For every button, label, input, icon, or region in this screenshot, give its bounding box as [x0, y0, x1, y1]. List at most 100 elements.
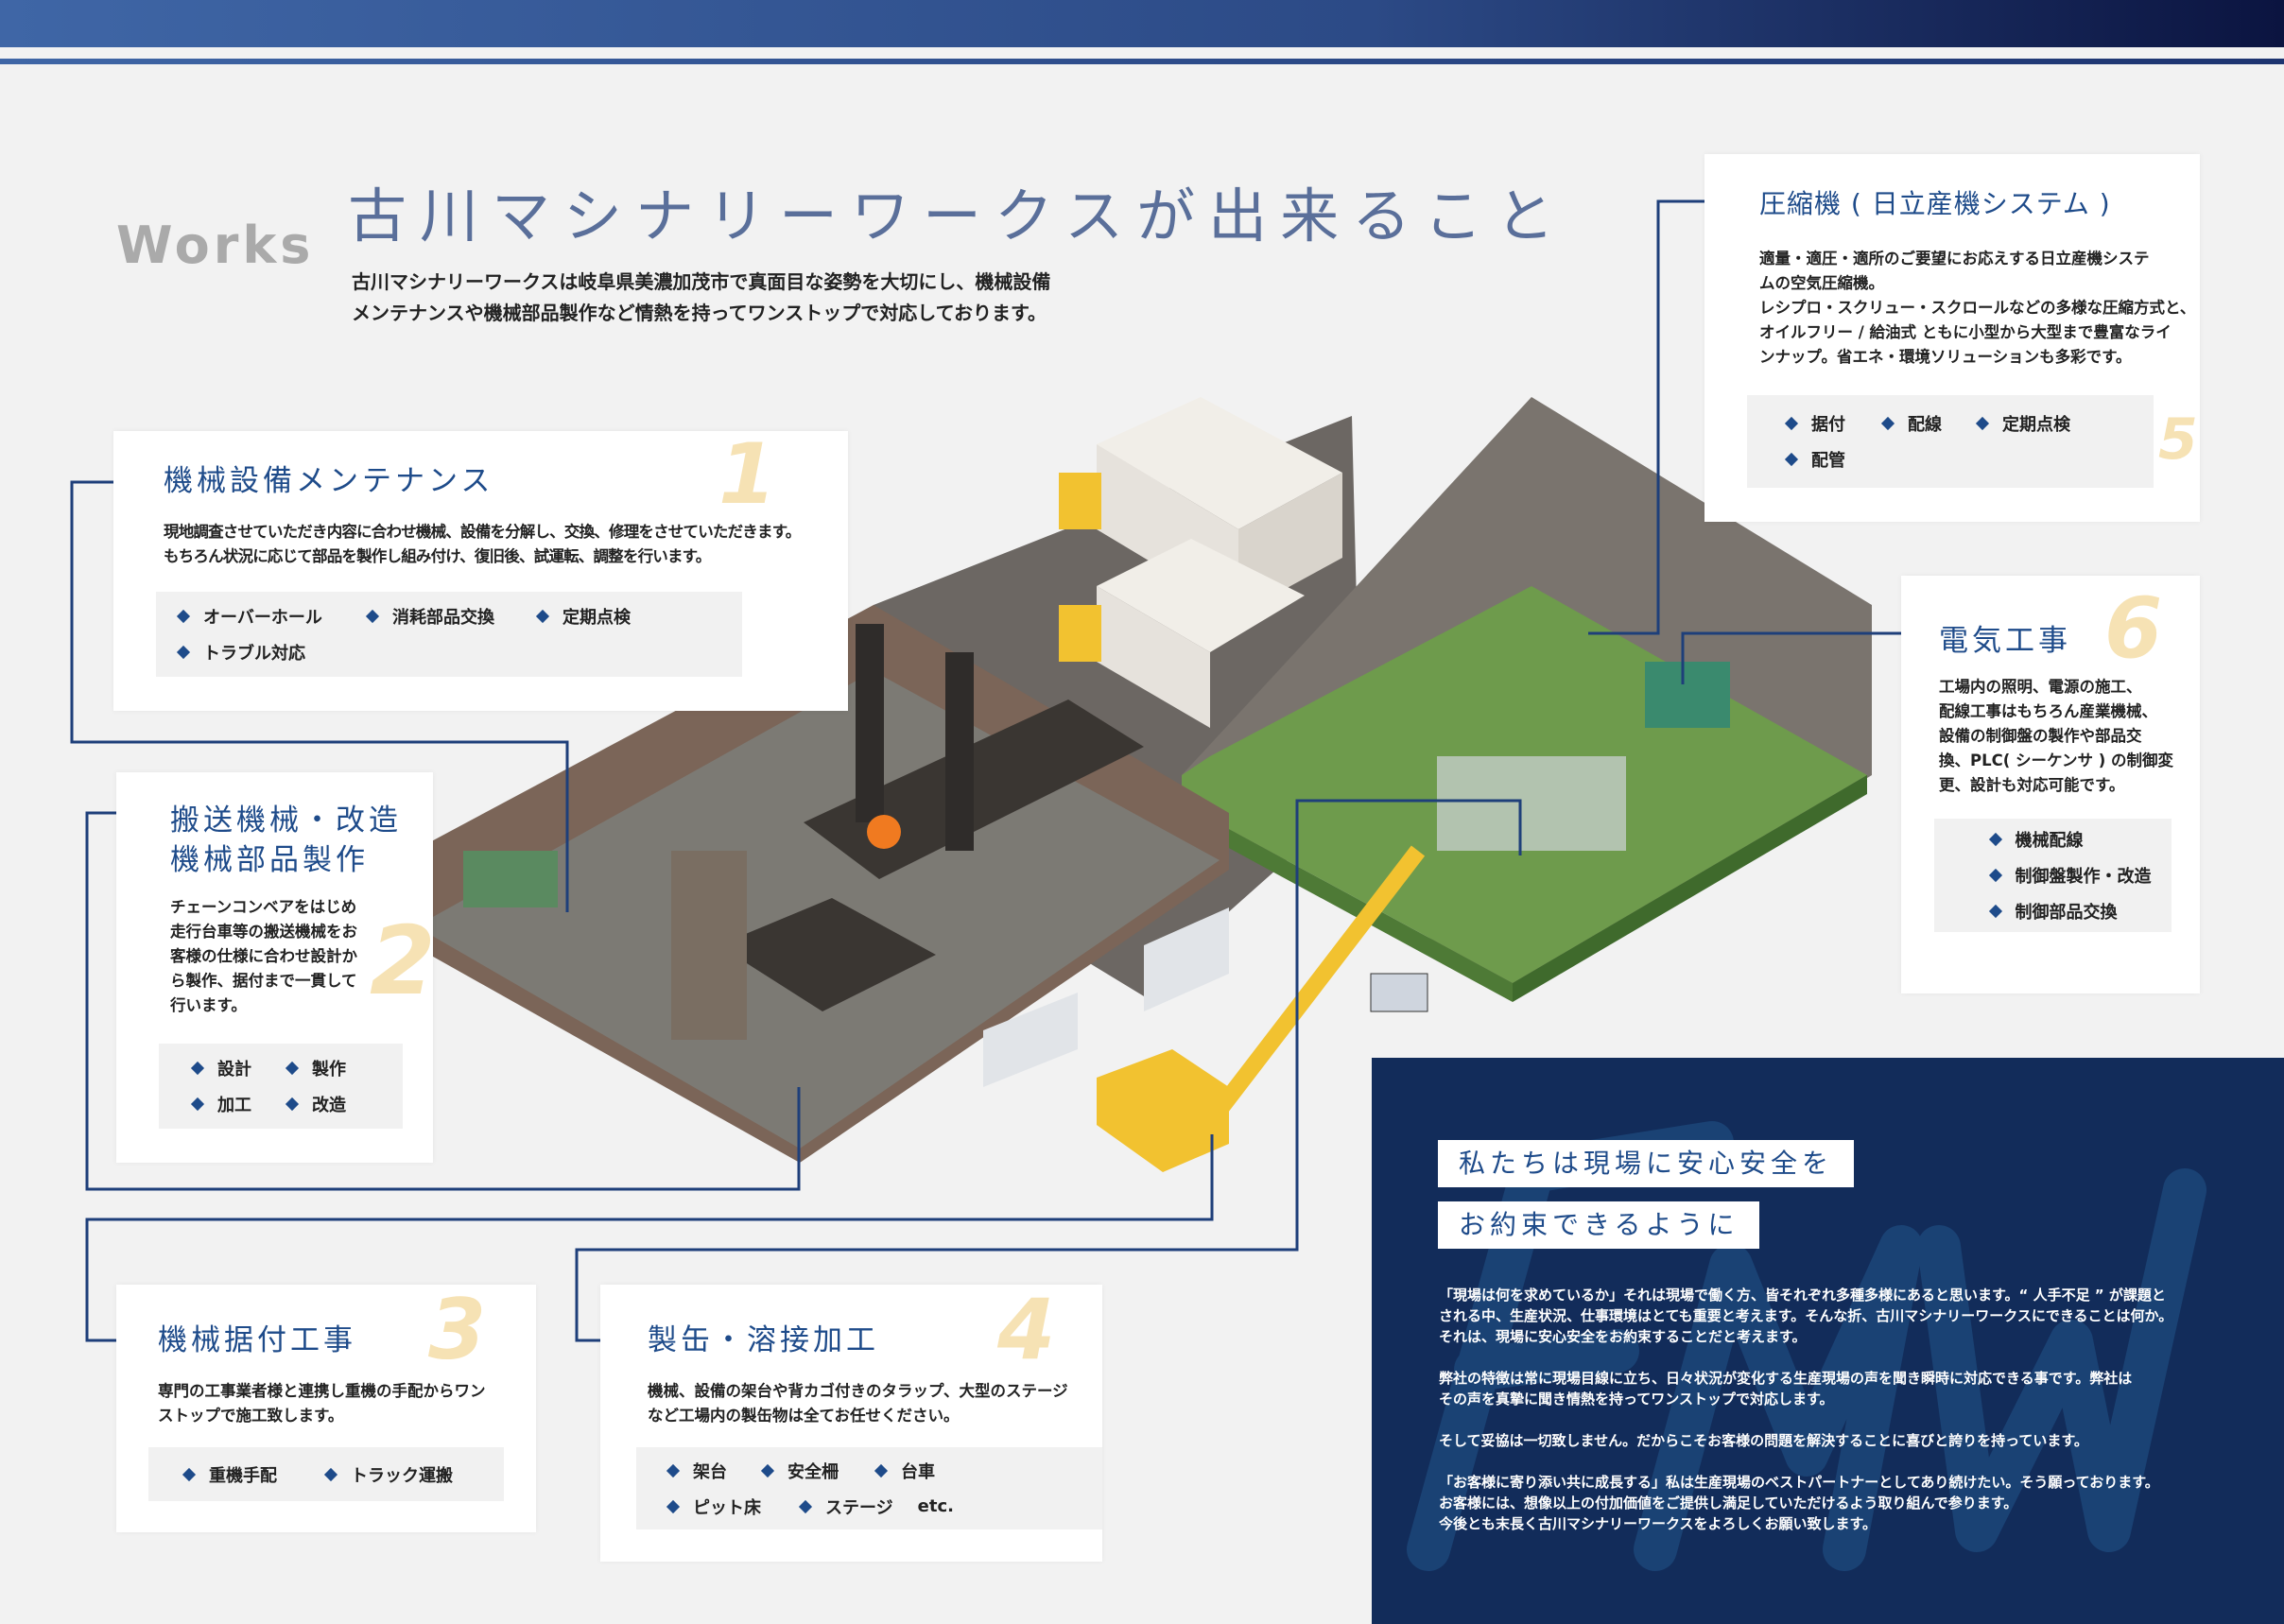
crane-boom: [1193, 845, 1426, 1140]
diamond-icon: [1784, 416, 1799, 431]
diamond-icon: [285, 1097, 300, 1112]
message-panel: 私たちは現場に安心安全を お約束できるように 「現場は何を求めているか」それは現…: [1372, 1058, 2284, 1624]
rail-track: [718, 898, 936, 1011]
tag: 製作: [312, 1060, 346, 1080]
truck-box: [1097, 586, 1210, 728]
tag: 台車: [901, 1461, 935, 1482]
card-number: 4: [997, 1281, 1056, 1378]
crane-truck: [1097, 1049, 1229, 1172]
lead-line: メンテナンスや機械部品製作など情熱を持ってワンストップで対応しております。: [352, 302, 1047, 324]
tag: ステージ: [825, 1497, 893, 1518]
tag: トラブル対応: [203, 644, 305, 664]
tag: 重機手配: [209, 1465, 277, 1486]
card-desc: 配線工事はもちろん産業機械、: [1939, 702, 2157, 720]
message-line: 「お客様に寄り添い共に成長する」私は生産現場のベストパートナーとしてあり続けたい…: [1439, 1474, 2159, 1491]
card-desc: 更、設計も対応可能です。: [1939, 776, 2125, 794]
card-desc: チェーンコンベアをはじめ: [170, 898, 357, 916]
diamond-icon: [760, 1463, 775, 1477]
card-desc: など工場内の製缶物は全てお任せください。: [648, 1407, 960, 1425]
tag-list: 機械配線 制御盤製作・改造 制御部品交換: [1934, 819, 2172, 932]
page-lead: 古川マシナリーワークスは岐阜県美濃加茂市で真面目な姿勢を大切にし、機械設備 メン…: [352, 267, 1050, 329]
card-title: 機械部品製作: [170, 843, 369, 877]
service-card-installation: 3 機械据付工事 専門の工事業者様と連携し重機の手配からワン ストップで施工致し…: [116, 1285, 536, 1532]
tag-list: 設計 製作 加工 改造: [159, 1044, 403, 1129]
lead-line: 古川マシナリーワークスは岐阜県美濃加茂市で真面目な姿勢を大切にし、機械設備: [352, 270, 1051, 293]
message-line: 弊社の特徴は常に現場目線に立ち、日々状況が変化する生産現場の声を聞き瞬時に対応で…: [1439, 1370, 2133, 1387]
message-body: 「現場は何を求めているか」それは現場で働く方、皆それぞれ多種多様にあると思います…: [1439, 1285, 2271, 1555]
diamond-icon: [365, 609, 380, 624]
tag: 消耗部品交換: [392, 608, 494, 628]
card-desc: ムの空気圧縮機。: [1759, 274, 1884, 292]
diamond-icon: [1784, 452, 1799, 467]
tag: 据付: [1811, 415, 1845, 435]
service-card-welding: 4 製缶・溶接加工 機械、設備の架台や背カゴ付きのタラップ、大型のステージ など…: [600, 1285, 1102, 1562]
tag: 設計: [217, 1060, 251, 1080]
card-desc: レシプロ・スクリュー・スクロールなどの多様な圧縮方式と、: [1759, 299, 2196, 317]
diamond-icon: [666, 1499, 681, 1513]
steel-stage: [1437, 756, 1626, 851]
floor-edge: [1513, 775, 1867, 1002]
chimney: [856, 624, 884, 822]
card-desc: 専門の工事業者様と連携し重機の手配からワン: [158, 1382, 486, 1400]
card-desc: 設備の制御盤の製作や部品交: [1939, 727, 2142, 745]
diamond-icon: [176, 645, 191, 660]
lathe: [463, 851, 558, 907]
card-number: 5: [2158, 406, 2198, 473]
slogan-line: お約束できるように: [1438, 1201, 1760, 1249]
diamond-icon: [535, 609, 550, 624]
truck-box: [1097, 539, 1305, 652]
message-line: 今後とも末長く古川マシナリーワークスをよろしくお願い致します。: [1439, 1515, 1877, 1532]
tag: 制御盤製作・改造: [2015, 867, 2152, 887]
chimney: [945, 652, 974, 851]
message-line: そして妥協は一切致しません。だからこそお客様の問題を解決することに喜びと誇りを持…: [1439, 1432, 2088, 1449]
diamond-icon: [323, 1467, 338, 1481]
diamond-icon: [176, 609, 191, 624]
diamond-icon: [1975, 416, 1990, 431]
tag: 定期点検: [2002, 415, 2070, 435]
card-title: 電気工事: [1939, 624, 2071, 658]
tag: ピット床: [693, 1497, 761, 1518]
diamond-icon: [190, 1061, 205, 1076]
service-card-compressor: 5 圧縮機 ( 日立産機システム ) 適量・適圧・適所のご要望にお応えする日立産…: [1704, 154, 2200, 522]
message-line: 「現場は何を求めているか」それは現場で働く方、皆それぞれ多種多様にあると思います…: [1439, 1287, 2166, 1304]
diamond-icon: [1880, 416, 1895, 431]
crane-load: [1370, 973, 1428, 1012]
tag: 架台: [693, 1461, 727, 1482]
furnace: [867, 815, 901, 849]
press-machine: [671, 851, 747, 1040]
card-desc: ンナップ。省エネ・環境ソリューションも多彩です。: [1759, 348, 2132, 366]
message-line: その声を真摯に聞き情熱を持ってワンストップで対応します。: [1439, 1391, 1834, 1408]
tag: オーバーホール: [203, 608, 322, 628]
card-number: 3: [428, 1281, 487, 1378]
diamond-icon: [1988, 832, 2002, 847]
message-line: お客様には、想像以上の付加価値をご提供し満足していただけるよう取り組んで参ります…: [1439, 1494, 2018, 1512]
floor-edge: [1182, 803, 1513, 1002]
page-title: 古川マシナリーワークスが出来ること: [348, 181, 1568, 251]
card-desc: 行います。: [170, 996, 247, 1014]
ramp: [1144, 907, 1229, 1011]
service-card-maintenance: 1 機械設備メンテナンス 現地調査させていただき内容に合わせ機械、設備を分解し、…: [113, 431, 848, 711]
compressor: [1645, 662, 1730, 728]
truck-cab: [1059, 605, 1101, 662]
diamond-icon: [1988, 868, 2002, 883]
tag-list: 据付 配線 定期点検 配管: [1747, 395, 2154, 488]
truck-box: [1097, 397, 1342, 529]
card-desc: もちろん状況に応じて部品を製作し組み付け、復旧後、試運転、調整を行います。: [164, 547, 711, 565]
connector-lines: [70, 199, 1901, 1342]
card-desc: ら製作、据付まで一貫して: [170, 972, 357, 990]
tag: 安全柵: [787, 1461, 839, 1482]
tag-etc: etc.: [917, 1496, 954, 1516]
card-title: 機械設備メンテナンス: [164, 464, 494, 498]
card-desc: 適量・適圧・適所のご要望にお応えする日立産機システ: [1759, 250, 2150, 268]
tag-list: 重機手配 トラック運搬: [148, 1447, 504, 1501]
card-title: 搬送機械・改造: [170, 803, 402, 838]
card-number: 6: [2104, 579, 2163, 677]
truck-cab: [1059, 473, 1101, 529]
diamond-icon: [798, 1499, 813, 1513]
header-divider: [0, 59, 2284, 64]
card-title: 圧縮機 ( 日立産機システム ): [1759, 188, 2111, 219]
diamond-icon: [190, 1097, 205, 1112]
tag: 加工: [217, 1096, 251, 1115]
tag: 改造: [312, 1096, 346, 1115]
